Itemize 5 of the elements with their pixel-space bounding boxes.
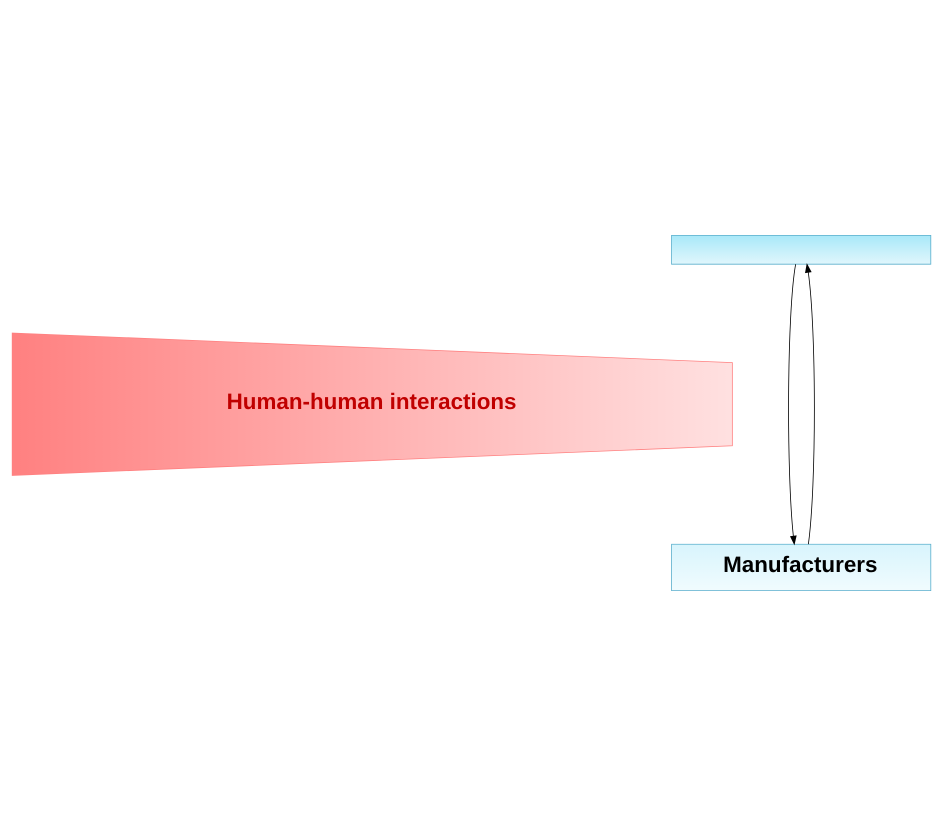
- arrow: [804, 262, 814, 544]
- arrow: [788, 263, 796, 545]
- node-box: Manufacturers: [670, 543, 931, 591]
- node-box: Human-human interactions: [11, 332, 732, 476]
- node-box: [670, 234, 931, 264]
